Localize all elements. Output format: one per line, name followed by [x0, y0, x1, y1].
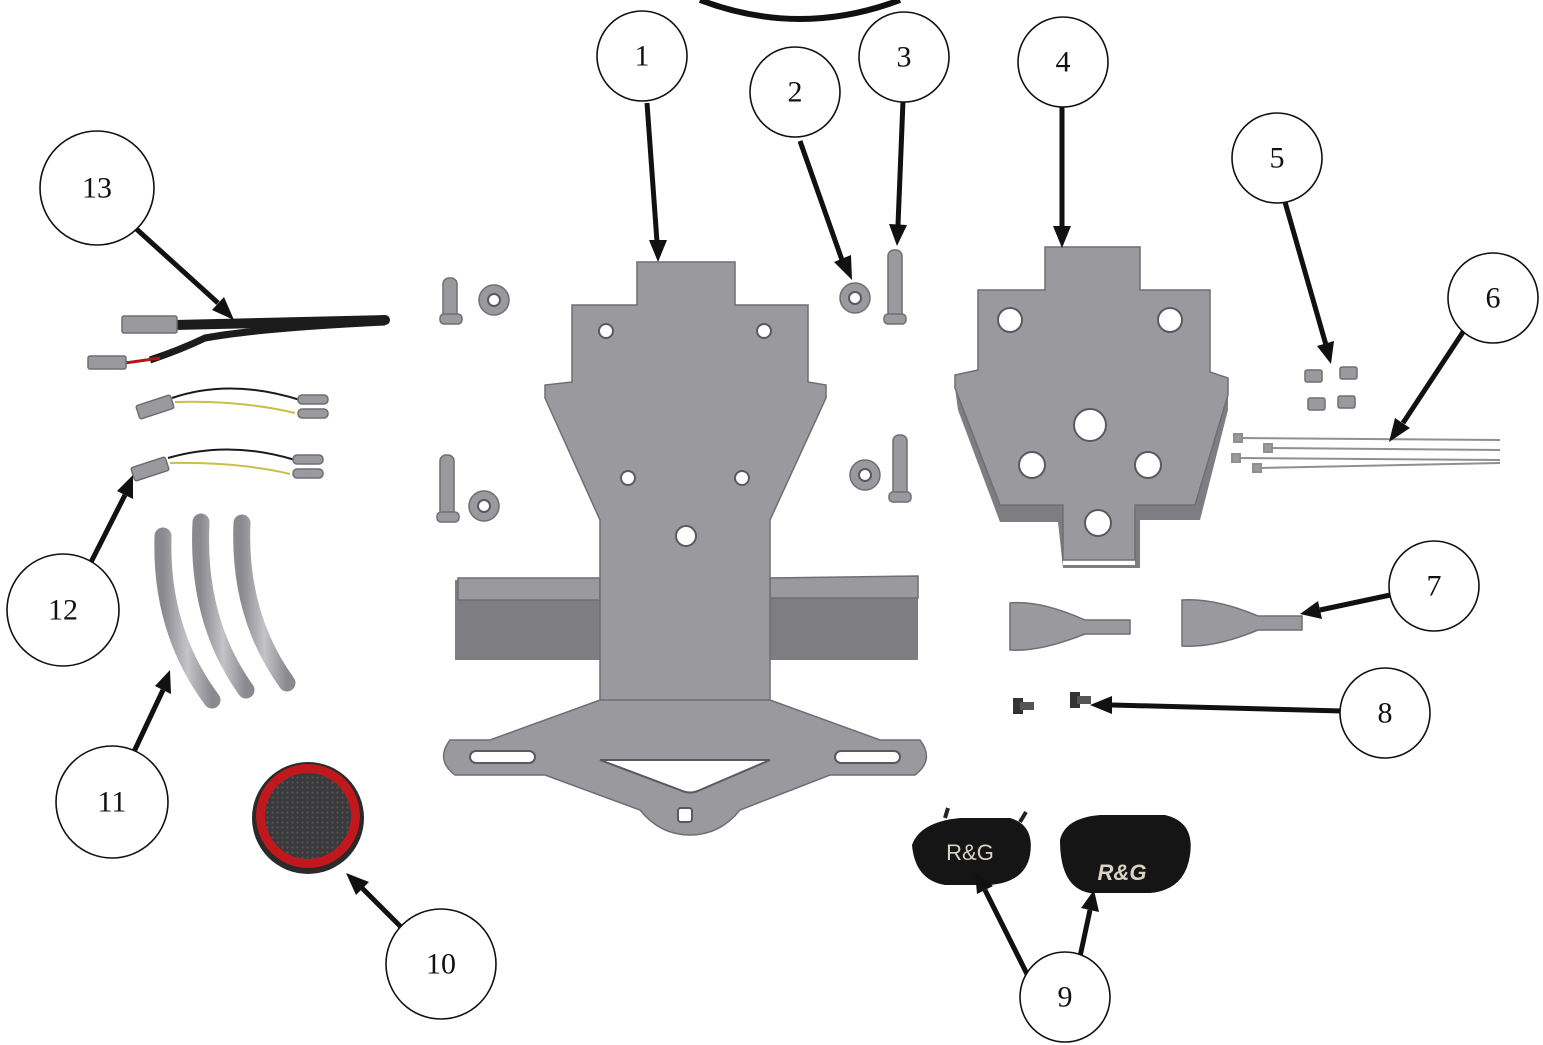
- svg-text:8: 8: [1378, 697, 1393, 730]
- callout-12: 12: [6, 553, 120, 667]
- svg-text:12: 12: [48, 594, 78, 627]
- leader-arrows: [83, 100, 1470, 978]
- part-12-indicator-wires: [130, 387, 329, 482]
- svg-text:9: 9: [1058, 981, 1073, 1014]
- washer-part-2: [839, 282, 871, 314]
- svg-text:6: 6: [1486, 282, 1501, 315]
- part-6-cable-ties: [1231, 433, 1501, 473]
- svg-text:5: 5: [1270, 142, 1285, 175]
- part-4-spacer-plate: [954, 246, 1229, 568]
- part-11-sleeves: [154, 513, 296, 709]
- callout-1: 1: [596, 10, 688, 102]
- part-8-rivets: [1013, 692, 1091, 714]
- cap-left-logo: R&G: [946, 840, 994, 865]
- cap-right-logo: R&G: [1098, 860, 1147, 885]
- part-7-grommets: [1009, 599, 1303, 651]
- callout-9: 9: [1019, 951, 1111, 1043]
- bolt-right-bottom: [849, 434, 912, 503]
- svg-text:1: 1: [635, 40, 650, 73]
- svg-text:11: 11: [98, 786, 127, 819]
- callout-6: 6: [1447, 252, 1539, 344]
- svg-text:3: 3: [897, 41, 912, 74]
- part-9-rg-caps: R&G R&G: [912, 807, 1191, 893]
- part-1-hugger-bracket: [442, 261, 928, 836]
- top-arc-decoration: [698, 0, 902, 22]
- bolt-left-bottom: [436, 454, 500, 523]
- callout-2: 2: [749, 46, 841, 138]
- bolt-left-top: [439, 277, 510, 325]
- svg-text:7: 7: [1427, 570, 1442, 603]
- svg-text:10: 10: [426, 948, 456, 981]
- callout-11: 11: [55, 745, 169, 859]
- callout-5: 5: [1231, 112, 1323, 204]
- callout-4: 4: [1017, 16, 1109, 108]
- callout-7: 7: [1388, 540, 1480, 632]
- bolt-part-3: [883, 249, 907, 325]
- callout-8: 8: [1339, 667, 1431, 759]
- part-10-reflector: [252, 762, 364, 874]
- svg-text:4: 4: [1056, 46, 1071, 79]
- svg-text:2: 2: [788, 76, 803, 109]
- callout-13: 13: [39, 130, 155, 246]
- callout-3: 3: [858, 11, 950, 103]
- part-13-harness: [87, 315, 390, 370]
- part-5-connectors: [1304, 366, 1358, 411]
- callout-10: 10: [385, 908, 497, 1020]
- svg-text:13: 13: [82, 172, 112, 205]
